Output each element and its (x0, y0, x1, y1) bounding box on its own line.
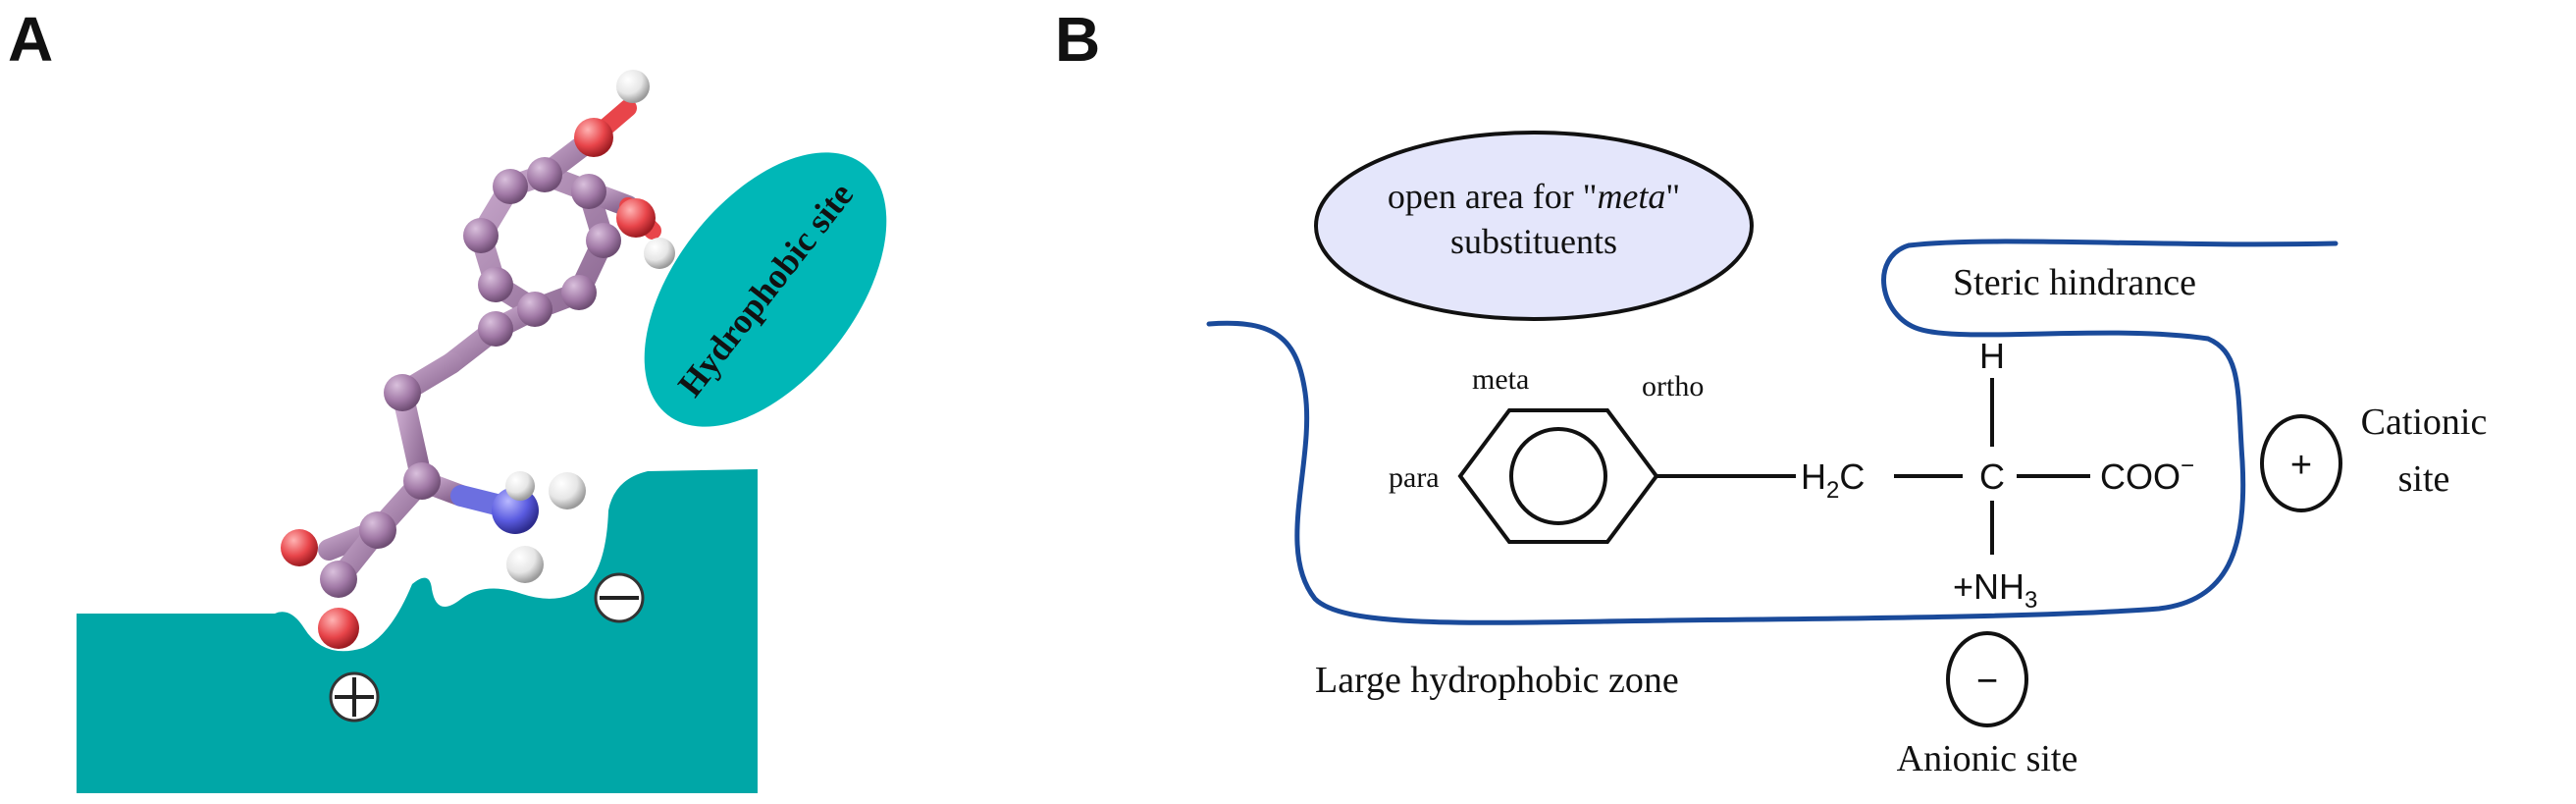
benzene-ring (1457, 408, 1659, 544)
carbon-atom (478, 311, 513, 347)
anionic-site-marker: − (1946, 631, 2028, 727)
structure-bonds (1656, 378, 2090, 555)
hydrogen-atom (506, 546, 544, 583)
panel-b: B open area for "meta" substituents Ster… (1055, 4, 2487, 779)
carbon-atom (463, 218, 499, 253)
h-atom-label: H (1979, 336, 2005, 376)
meta-label: meta (1472, 363, 1529, 396)
anion-symbol: − (1976, 661, 1998, 702)
carbon-atom (478, 267, 513, 302)
carbon-atom (403, 462, 441, 500)
oxygen-atom (318, 608, 359, 649)
nh3-label: +NH3 (1953, 566, 2037, 614)
carbon-atom (493, 169, 528, 204)
carbon-atom (561, 275, 597, 310)
alpha-carbon-label: C (1979, 456, 2005, 497)
hydrogen-atom (616, 70, 650, 103)
hydrogen-atom (549, 472, 586, 509)
negative-charge-a (594, 572, 645, 623)
cationic-site-label-2: site (2398, 458, 2450, 500)
carbon-atom (571, 174, 606, 209)
panel-b-label: B (1055, 4, 1100, 75)
protein-surface (77, 469, 758, 793)
cationic-site-label-1: Cationic (2361, 402, 2488, 443)
binding-pocket-outline (1206, 239, 2339, 625)
cationic-site-marker: + (2260, 414, 2342, 512)
hydrogen-atom (644, 238, 675, 269)
h2c-label: H2C (1801, 456, 1865, 504)
hydrogen-atom (505, 471, 535, 501)
oxygen-atom (574, 118, 613, 157)
oxygen-atom (616, 198, 656, 238)
oxygen-atom (281, 529, 318, 566)
steric-hindrance-label: Steric hindrance (1953, 262, 2196, 303)
carbon-atom (527, 157, 562, 192)
open-area-text-line-2: substituents (1450, 222, 1617, 261)
hydrophobic-site: Hydrophobic site (644, 152, 887, 427)
ortho-label: ortho (1642, 370, 1704, 402)
cation-symbol: + (2290, 445, 2312, 486)
large-hydrophobic-zone-label: Large hydrophobic zone (1315, 660, 1679, 701)
carbon-atom (320, 561, 357, 598)
carbon-atom (517, 292, 552, 327)
molecule-bonds (318, 127, 639, 639)
open-area-text-line-1: open area for "meta" (1388, 177, 1680, 216)
anionic-site-label: Anionic site (1897, 738, 2078, 779)
coo-label: COO− (2100, 453, 2194, 497)
panel-a-label: A (8, 4, 53, 75)
carbon-atom (359, 511, 396, 549)
molecule-atoms (281, 70, 675, 649)
positive-charge-a (329, 671, 380, 723)
para-label: para (1389, 461, 1440, 494)
open-area-ellipse: open area for "meta" substituents (1314, 131, 1754, 321)
panel-a: A Hydrophobic site (8, 4, 887, 793)
carbon-atom (384, 374, 421, 411)
carbon-atom (586, 223, 621, 258)
